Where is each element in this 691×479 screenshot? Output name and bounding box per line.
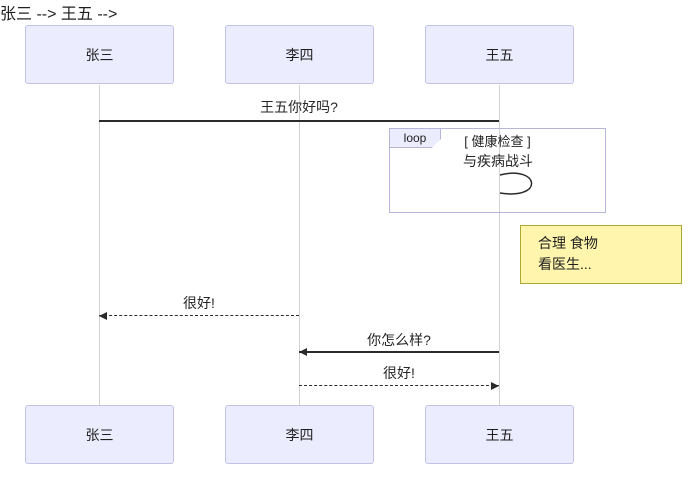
message-line-fine-2 [299,385,499,386]
message-line-greeting [99,120,499,122]
lifeline-wangwu [499,85,500,405]
message-label-greeting: 王五你好吗? [260,99,338,115]
self-message-curve [499,172,533,195]
actor-box-wangwu-top: 王五 [425,25,574,84]
note-line-1: 合理 食物 [538,235,598,251]
loop-condition: [ 健康检查 ] [464,134,531,149]
actor-label: 李四 [285,46,314,63]
actor-box-lisi-bottom: 李四 [225,405,374,464]
actor-label: 张三 [85,426,114,443]
actor-box-zhangsan-bottom: 张三 [25,405,174,464]
actor-label: 王五 [485,426,514,443]
actor-label: 王五 [485,46,514,63]
message-label-fine-2: 很好! [383,365,415,381]
note-box: 合理 食物 看医生... [520,225,682,284]
actor-box-zhangsan-top: 张三 [25,25,174,84]
arrowhead-to-zhangsan [99,312,107,320]
loop-label: loop [403,131,427,145]
self-message-label: 与疾病战斗 [463,153,533,169]
actor-box-wangwu-bottom: 王五 [425,405,574,464]
actor-box-lisi-top: 李四 [225,25,374,84]
message-label-fine-1: 很好! [183,295,215,311]
lifeline-lisi [299,85,300,405]
arrowhead-to-lisi [299,348,307,356]
message-label-howareyou: 你怎么样? [367,332,431,348]
actor-label: 张三 [85,46,114,63]
loop-label-tab: loop [389,128,441,148]
actor-label: 李四 [285,426,314,443]
note-line-2: 看医生... [538,256,592,272]
arrowhead-to-wangwu [491,382,499,390]
loop-fragment-box [389,128,606,213]
message-line-howareyou [299,351,499,353]
message-line-fine-1 [99,315,299,316]
lifeline-zhangsan [99,85,100,405]
